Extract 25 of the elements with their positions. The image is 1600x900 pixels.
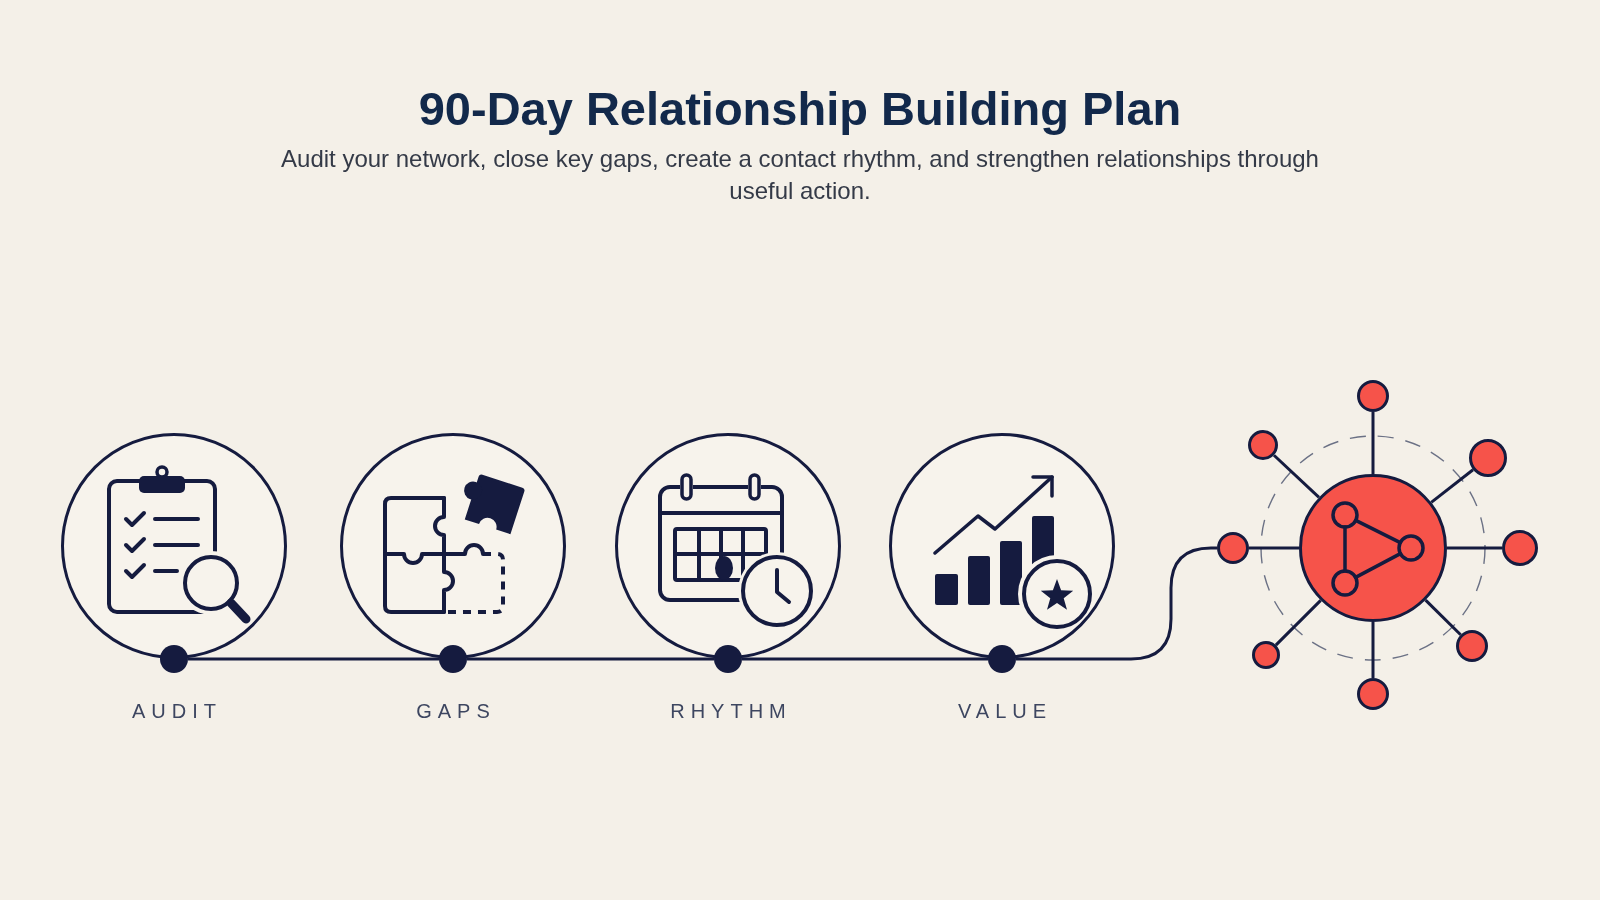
satellite-circle [1252,641,1280,669]
satellite-circle [1456,630,1488,662]
spoke-line [1371,622,1375,678]
satellite-circle [1502,530,1538,566]
title: 90-Day Relationship Building Plan [418,81,1182,137]
spoke-line [1430,468,1474,504]
spoke-line [1272,454,1320,499]
satellite-circle [1217,532,1249,564]
satellite-circle [1357,678,1389,710]
timeline-line [1016,546,1217,661]
subtitle: Audit your network, close key gaps, create a contact rhythm, and strengthen relationships through useful action. [280,144,1320,206]
spoke-line [1447,546,1502,550]
timeline-line [742,657,988,661]
satellite-circle [1469,439,1507,477]
spoke-line [1424,599,1462,636]
satellite-circle [1357,380,1389,412]
stage-label: VALUE [956,699,1053,723]
spoke-line [1274,599,1322,647]
stage-label: GAPS [415,699,496,723]
stage-label: AUDIT [131,699,222,723]
stage-label: RHYTHM [669,699,792,723]
timeline-line [467,657,714,661]
spoke-line [1249,546,1299,550]
satellite-circle [1248,430,1278,460]
timeline-line [188,657,439,661]
